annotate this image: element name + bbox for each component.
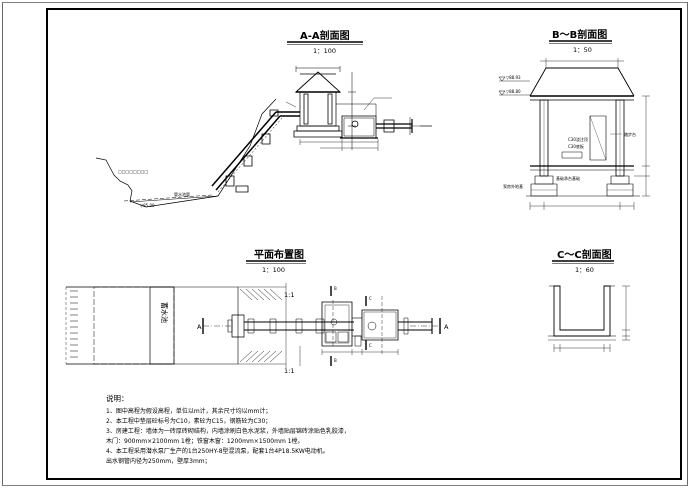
plan-slope-top: 1:1 [284,291,294,299]
notes: 说明： 1、图中高程为假设高程，单位以m计，其余尺寸均以mm计； 2、本工程中垫… [106,393,350,465]
note-line: 1、图中高程为假设高程，单位以m计，其余尺寸均以mm计； [106,407,271,415]
bb-top-el: ▽88.93 [506,75,521,80]
bb-layer1: C30浇注顶 [568,136,588,142]
plan-mark-b-bottom: B [334,358,337,363]
aa-pipe-label: 管水池管 [174,191,190,197]
bb-layer2: C30底板 [568,143,584,149]
plan-slope-bottom: 1:1 [284,367,294,375]
section-cc: C～C剖面图 1：60 [548,248,630,352]
bb-eave-el: ▽88.80 [506,89,521,94]
note-line: 2、本工程中垫层砼标号为C10，素砼为C15，钢筋砼为C30； [106,417,271,425]
bb-pump: 泵房外地基 [503,183,523,189]
plan-title: 平面布置图 [254,248,304,261]
section-plan: 平面布置图 1：100 蓄水池 [66,248,449,375]
inner-frame [47,9,681,479]
note-line: 出水钢管内径为250mm，壁厚3mm； [106,457,211,465]
bb-stair: 踏步台 [624,131,636,137]
plan-scale: 1：100 [262,266,285,274]
cc-box-outer [554,286,610,336]
plan-mark-a-right: A [444,323,449,331]
bb-title: B～B剖面图 [552,28,607,41]
aa-water-level: ▽85.00 [140,203,155,208]
plan-pool-label: 蓄水池 [160,302,169,323]
note-line: 木门：900mm×2100mm 1樘；铁窗木窗：1200mm×1500mm 1樘… [106,437,304,445]
aa-title: A-A剖面图 [300,29,350,42]
plan-mark-c-bottom: C [369,343,372,348]
plan-mark-b: B [334,286,337,291]
note-line: 3、房建工程：墙体为一砖厚砖砌结构，内墙涂刷白色水泥浆，外墙贴层锦砖涂贴色乳胶漆… [106,427,350,435]
plan-mark-a-left: A [197,323,202,331]
plan-mark-c: C [369,296,372,301]
notes-heading: 说明： [106,393,129,403]
section-bb: B～B剖面图 1：50 ▽88.93 ▽88.80 C30浇注顶 C30底板 踏… [499,28,650,210]
section-aa: A-A剖面图 1：100 □□□□□□□□ 管水池管 ▽85.00 [96,29,432,208]
cc-title: C～C剖面图 [557,248,612,261]
cc-scale: 1：60 [575,266,594,274]
bb-base: 基础承台基础 [556,175,580,181]
outer-frame [3,3,688,486]
bb-scale: 1：50 [573,46,592,54]
ground-profile [96,99,276,207]
note-line: 4、本工程采用潜水泵厂生产的1台250HY-8型混流泵，配套1台4P18.5KW… [106,447,329,455]
aa-slope-text: □□□□□□□□ [118,169,148,174]
aa-scale: 1：100 [313,47,336,55]
inclined-pipe [212,112,276,186]
